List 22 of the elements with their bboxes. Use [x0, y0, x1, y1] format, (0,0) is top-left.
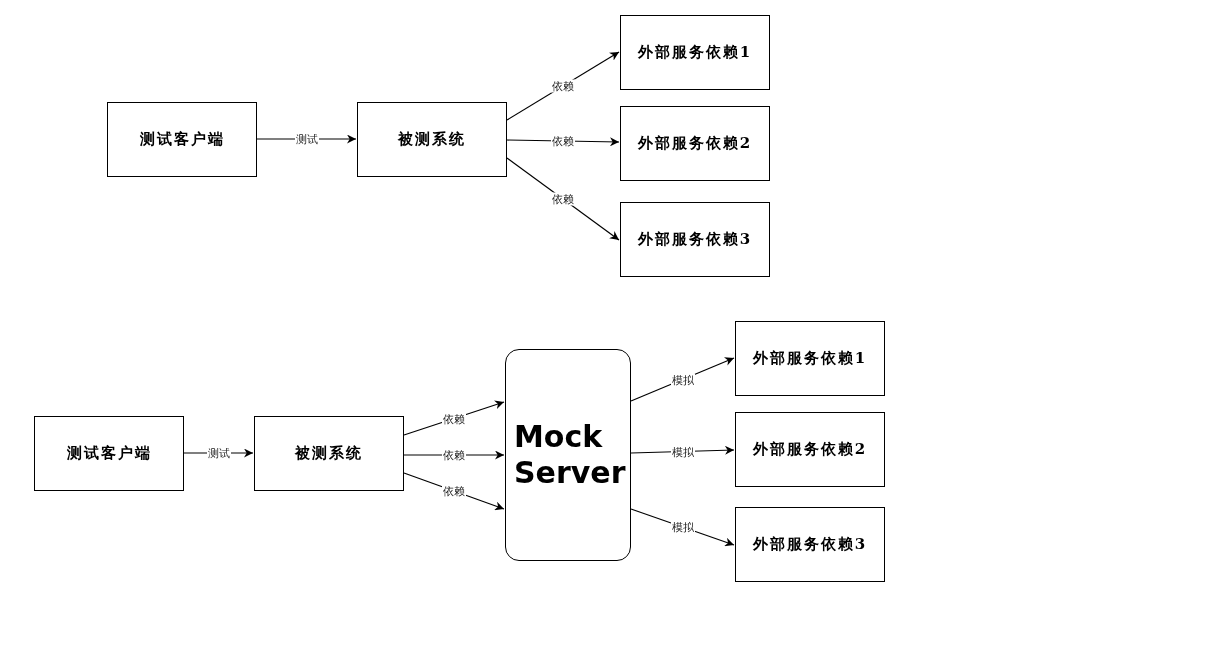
process-box: 测试客户端 [34, 416, 184, 491]
process-box: 外部服务依赖3 [735, 507, 885, 582]
edge-label: 模拟 [670, 445, 695, 458]
process-box: 外部服务依赖1 [735, 321, 885, 396]
edge-label: 测试 [294, 132, 319, 146]
edge-label: 依赖 [442, 448, 466, 462]
process-box: 被测系统 [357, 102, 507, 177]
process-box: 被测系统 [254, 416, 404, 491]
process-box: 外部服务依赖2 [735, 412, 885, 487]
process-box: 外部服务依赖3 [620, 202, 770, 277]
edge-label: 依赖 [442, 484, 466, 498]
process-box: 测试客户端 [107, 102, 257, 177]
edge-label: 依赖 [551, 134, 575, 148]
process-box: 外部服务依赖1 [620, 15, 770, 90]
process-box: 外部服务依赖2 [620, 106, 770, 181]
edge-label: 依赖 [442, 412, 466, 425]
edge-label: 测试 [206, 446, 231, 460]
edge-label: 模拟 [670, 520, 695, 534]
server-box: Mock Server [505, 349, 631, 561]
edge-label: 依赖 [551, 79, 575, 93]
edge-label: 依赖 [551, 192, 575, 206]
edge-label: 模拟 [670, 373, 695, 386]
